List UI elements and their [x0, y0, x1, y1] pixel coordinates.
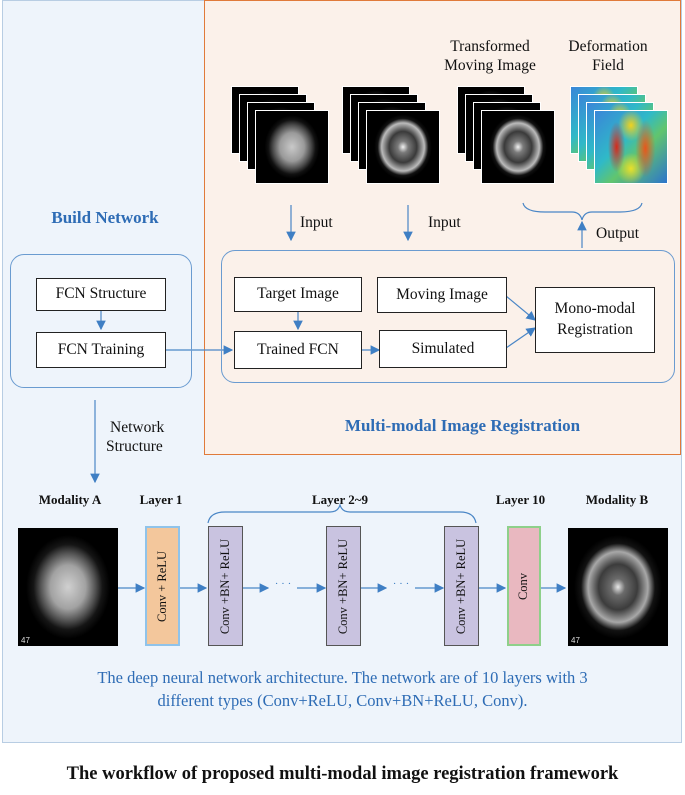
slice-number-b: 47	[571, 636, 580, 645]
layer-9-conv-bn-relu: Conv +BN+ ReLU	[444, 526, 479, 646]
arrow-moving-to-mono	[505, 295, 536, 321]
layer-1-conv-relu: Conv + ReLU	[145, 526, 180, 646]
fcn-structure-box: FCN Structure	[36, 278, 166, 311]
layer-10-label: Layer 10	[495, 492, 546, 507]
figure-caption: The workflow of proposed multi-modal ima…	[66, 764, 619, 784]
layer-10-conv: Conv	[507, 526, 541, 646]
network-structure-label: Network Structure	[106, 419, 165, 455]
arrow-simulated-to-mono	[505, 327, 536, 349]
registration-panel	[204, 0, 681, 455]
modality-b-label: Modality B	[585, 492, 649, 507]
ellipsis-2: · · ·	[392, 578, 410, 590]
transformed-moving-image-stack	[457, 86, 557, 196]
moving-image-stack	[342, 86, 442, 196]
trained-fcn-box: Trained FCN	[234, 331, 362, 369]
target-image-box: Target Image	[234, 277, 362, 312]
input-label-1: Input	[300, 214, 333, 231]
input-label-2: Input	[428, 214, 461, 231]
mono-modal-registration-box: Mono-modal Registration	[535, 287, 655, 353]
deformation-field-stack	[570, 86, 670, 196]
layer-1-label: Layer 1	[139, 492, 183, 507]
layer-mid-conv-bn-relu: Conv +BN+ ReLU	[326, 526, 361, 646]
build-network-title: Build Network	[51, 208, 159, 227]
architecture-caption: The deep neural network architecture. Th…	[97, 668, 588, 711]
modality-a-image: 47	[18, 528, 118, 646]
deformation-field-label: Deformation Field	[568, 38, 648, 74]
slice-number-a: 47	[21, 636, 30, 645]
registration-title: Multi-modal Image Registration	[344, 416, 581, 435]
layer-2-9-label: Layer 2~9	[312, 492, 368, 507]
fcn-training-box: FCN Training	[36, 332, 166, 368]
output-brace	[522, 202, 643, 221]
simulated-box: Simulated	[379, 330, 507, 368]
target-image-stack	[231, 86, 331, 196]
layer-2-conv-bn-relu: Conv +BN+ ReLU	[208, 526, 243, 646]
modality-b-image: 47	[568, 528, 668, 646]
layer-2-9-brace	[207, 502, 477, 524]
transformed-moving-image-label: Transformed Moving Image	[444, 38, 536, 74]
output-label: Output	[596, 225, 640, 242]
build-network-group	[10, 254, 192, 388]
modality-a-label: Modality A	[38, 492, 102, 507]
ellipsis-1: · · ·	[274, 578, 292, 590]
registration-group	[221, 250, 675, 383]
moving-image-box: Moving Image	[377, 277, 507, 313]
